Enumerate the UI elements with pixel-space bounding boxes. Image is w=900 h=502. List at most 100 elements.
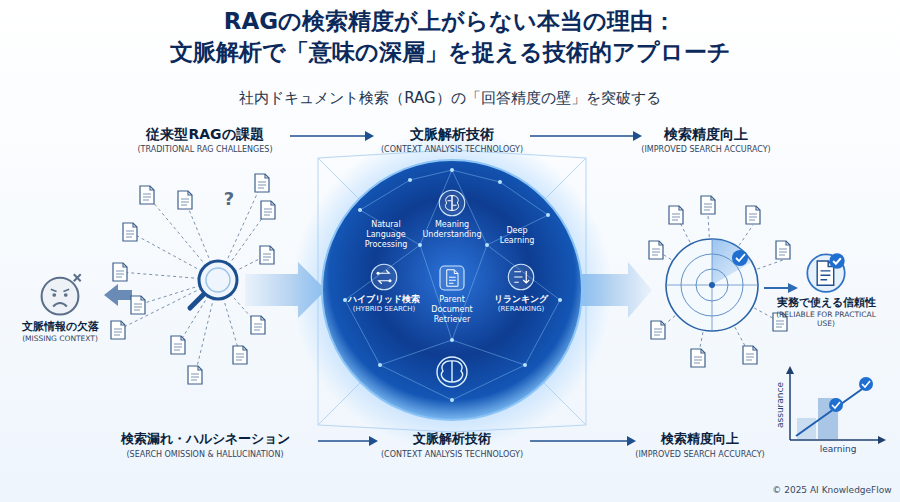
label-text: (SEARCH OMISSION & HALLUCINATION): [85, 450, 325, 460]
decor-shape: [807, 254, 844, 291]
decor-shape: [52, 293, 56, 297]
node-title: リランキング: [484, 294, 558, 305]
decor-shape: [523, 363, 527, 367]
label-text: (IMPROVED SEARCH ACCURACY): [600, 450, 800, 460]
node-icon: [346, 262, 422, 292]
decor-shape: [199, 261, 237, 299]
decor-shape: [786, 366, 794, 374]
decor-shape: [439, 190, 465, 216]
decor-shape: [104, 284, 132, 306]
decor-shape: [260, 246, 274, 264]
label-text: © 2025 AI KnowledgeFlow: [762, 485, 900, 496]
decor-shape: [447, 270, 458, 287]
node-subtitle: (RELIABLE FOR PRACTICAL USE): [770, 310, 882, 329]
decor-shape: [378, 363, 382, 367]
decor-shape: [546, 213, 550, 217]
title-text: RAGの検索精度が上がらない本当の理由： 文脈解析で「意味の深層」を捉える技術的…: [120, 6, 780, 68]
node-title: Parent Document Retriever: [420, 295, 484, 325]
document-icons: [111, 174, 275, 384]
label-text: 検索漏れ・ハルシネーション: [90, 431, 320, 447]
node-subtitle: (RERANKING): [484, 305, 558, 314]
label-text: assurance: [774, 373, 786, 437]
decor-shape: [437, 263, 467, 293]
node-icon: [420, 263, 484, 293]
decor-shape: [558, 298, 562, 302]
decor-shape: [788, 283, 798, 293]
decor-shape: [292, 130, 612, 450]
decor-shape: [878, 436, 886, 444]
decor-shape: [666, 239, 758, 331]
decor-shape: [506, 262, 536, 292]
decor-shape: [796, 382, 872, 436]
label-text: ?: [219, 188, 239, 211]
label-text: (CONTEXT ANALYSIS TECHNOLOGY): [347, 450, 557, 460]
decor-shape: [651, 321, 665, 339]
node-icon: [416, 188, 488, 218]
decor-shape: [111, 321, 125, 339]
decor-shape: [408, 178, 412, 182]
decor-shape: [450, 338, 454, 342]
label-text: (IMPROVED SEARCH ACCURACY): [606, 145, 806, 155]
decor-shape: [804, 250, 848, 294]
decor-shape: [118, 183, 268, 375]
decor-shape: [378, 270, 390, 284]
decor-shape: [206, 268, 230, 292]
decor-shape: [322, 160, 582, 420]
decor-shape: [42, 278, 79, 315]
node-title: ハイブリッド検索: [346, 294, 422, 305]
decor-shape: [345, 170, 560, 400]
decor-shape: [498, 180, 502, 184]
decor-shape: [345, 170, 560, 400]
decor-shape: [862, 381, 870, 387]
sphere: [292, 130, 612, 450]
decor-shape: [64, 293, 68, 297]
decor-shape: [701, 196, 715, 214]
decor-shape: [649, 241, 663, 259]
decor-shape: [369, 436, 378, 446]
decor-shape: [514, 271, 529, 283]
decor-shape: [712, 239, 752, 285]
decor-shape: [255, 174, 269, 192]
concept-node: 実務で使える信頼性(RELIABLE FOR PRACTICAL USE): [770, 250, 882, 329]
decor-shape: [233, 346, 247, 364]
decor-shape: [437, 357, 467, 387]
decor-shape: [627, 436, 636, 446]
label-text: 検索精度向上: [625, 431, 775, 447]
decor-shape: [776, 241, 790, 259]
concept-node: Meaning Understanding: [416, 188, 488, 240]
decor-shape: [51, 289, 69, 291]
decor-shape: [365, 131, 374, 141]
decor-shape: [290, 135, 368, 137]
decor-shape: [789, 372, 791, 440]
decor-shape: [131, 296, 145, 314]
concept-node: Parent Document Retriever: [420, 263, 484, 325]
node-subtitle: (MISSING CONTEXT): [20, 334, 100, 343]
decor-shape: [389, 279, 392, 282]
decor-shape: [318, 440, 372, 442]
label-text: (TRADITIONAL RAG CHALLENGES): [105, 145, 305, 155]
decor-shape: [437, 188, 467, 218]
decor-shape: [190, 294, 204, 308]
node-subtitle: (HYBRID SEARCH): [346, 305, 422, 314]
decor-shape: [669, 206, 683, 224]
node-icon: [770, 250, 882, 294]
node-title: 文脈情報の欠落: [20, 320, 100, 334]
subtitle-text: 社内ドキュメント検索（RAG）の「回答精度の壁」を突破する: [150, 89, 750, 108]
decor-shape: [508, 264, 534, 290]
decor-shape: [530, 135, 636, 137]
concept-node: ハイブリッド検索(HYBRID SEARCH): [346, 262, 422, 313]
decor-shape: [343, 298, 347, 302]
decor-shape: [53, 303, 67, 306]
mini-chart: [786, 366, 886, 444]
decor-shape: [171, 336, 185, 354]
node-icon: [20, 272, 100, 318]
decor-shape: [656, 215, 783, 358]
decor-shape: [743, 346, 757, 364]
decor-shape: [709, 282, 715, 288]
decor-shape: [251, 316, 265, 334]
decor-shape: [833, 258, 841, 264]
decor-shape: [37, 272, 83, 318]
decor-shape: [746, 206, 760, 224]
